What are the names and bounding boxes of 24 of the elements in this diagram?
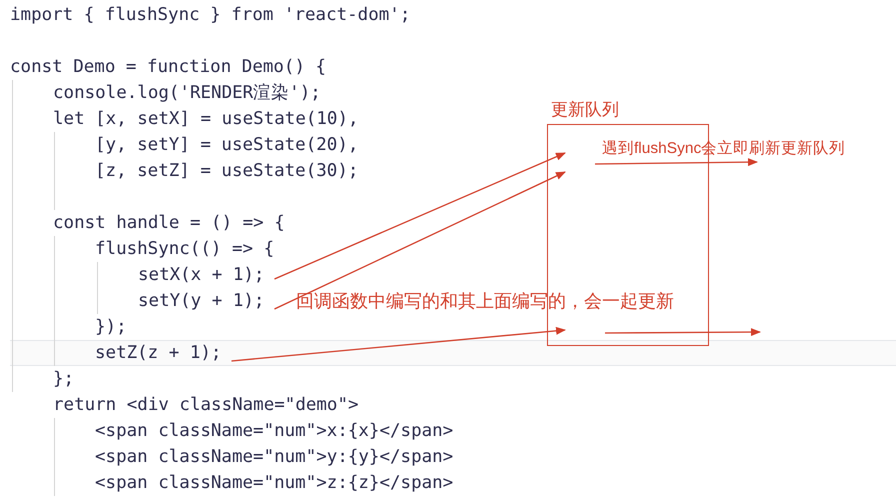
arrow bbox=[274, 152, 566, 280]
code-line: <span className="num">z:{z}</span> bbox=[95, 472, 454, 495]
code-line: [z, setZ] = useState(30); bbox=[95, 160, 358, 183]
arrow bbox=[605, 328, 761, 336]
code-line: const handle = () => { bbox=[53, 212, 285, 235]
annotation-text: 回调函数中编写的和其上面编写的，会一起更新 bbox=[296, 290, 674, 313]
code-line: }; bbox=[53, 368, 74, 391]
code-line: console.log('RENDER渲染'); bbox=[53, 82, 321, 105]
arrow bbox=[274, 171, 566, 310]
arrow bbox=[595, 158, 758, 166]
code-line: <span className="num">y:{y}</span> bbox=[95, 446, 454, 469]
code-line: const Demo = function Demo() { bbox=[10, 56, 326, 79]
code-line: import { flushSync } from 'react-dom'; bbox=[10, 4, 410, 27]
code-line: setX(x + 1); bbox=[138, 262, 264, 288]
queue-heading: 更新队列 bbox=[550, 99, 619, 121]
code-line: <span className="num">x:{x}</span> bbox=[95, 420, 454, 443]
code-line: flushSync(() => { bbox=[95, 238, 274, 261]
code-line: setY(y + 1); bbox=[138, 288, 264, 314]
code-line: let [x, setX] = useState(10), bbox=[53, 108, 359, 131]
code-line: return <div className="demo"> bbox=[53, 394, 359, 417]
code-line: [y, setY] = useState(20), bbox=[95, 134, 358, 157]
code-line: setZ(z + 1); bbox=[95, 340, 222, 366]
code-line: }); bbox=[95, 316, 127, 339]
arrow bbox=[231, 326, 566, 362]
